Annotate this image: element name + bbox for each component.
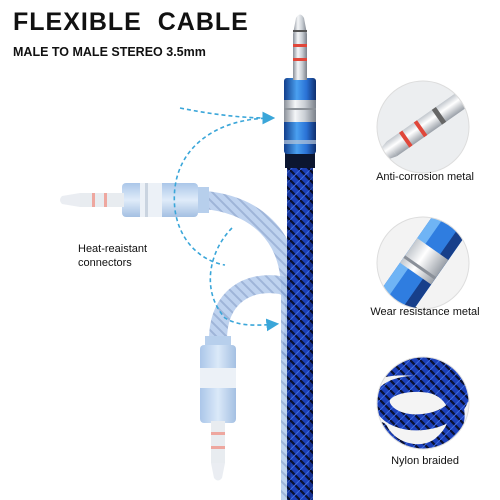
main-cable — [284, 14, 316, 500]
callout-label-line1: Heat-reaistant — [78, 243, 148, 255]
feature-label-nylon-braided: Nylon braided — [391, 455, 459, 467]
feature-label-wear-resistance: Wear resistance metal — [370, 306, 480, 318]
page-subtitle: MALE TO MALE STEREO 3.5mm — [13, 45, 206, 59]
plug-tip-closeup-icon — [376, 80, 470, 174]
feature-label-anti-corrosion: Anti-corrosion metal — [376, 171, 474, 183]
callout-label-line2: connectors — [78, 257, 132, 269]
ghost-cable-vertical — [200, 275, 304, 481]
braided-cable-coil-icon — [376, 356, 470, 450]
ghost-cable-horizontal — [60, 183, 299, 500]
page-title: FLEXIBLE CABLE — [13, 8, 249, 36]
dashed-callout-arrows — [173, 107, 280, 332]
connector-barrel-closeup-icon — [376, 216, 470, 310]
